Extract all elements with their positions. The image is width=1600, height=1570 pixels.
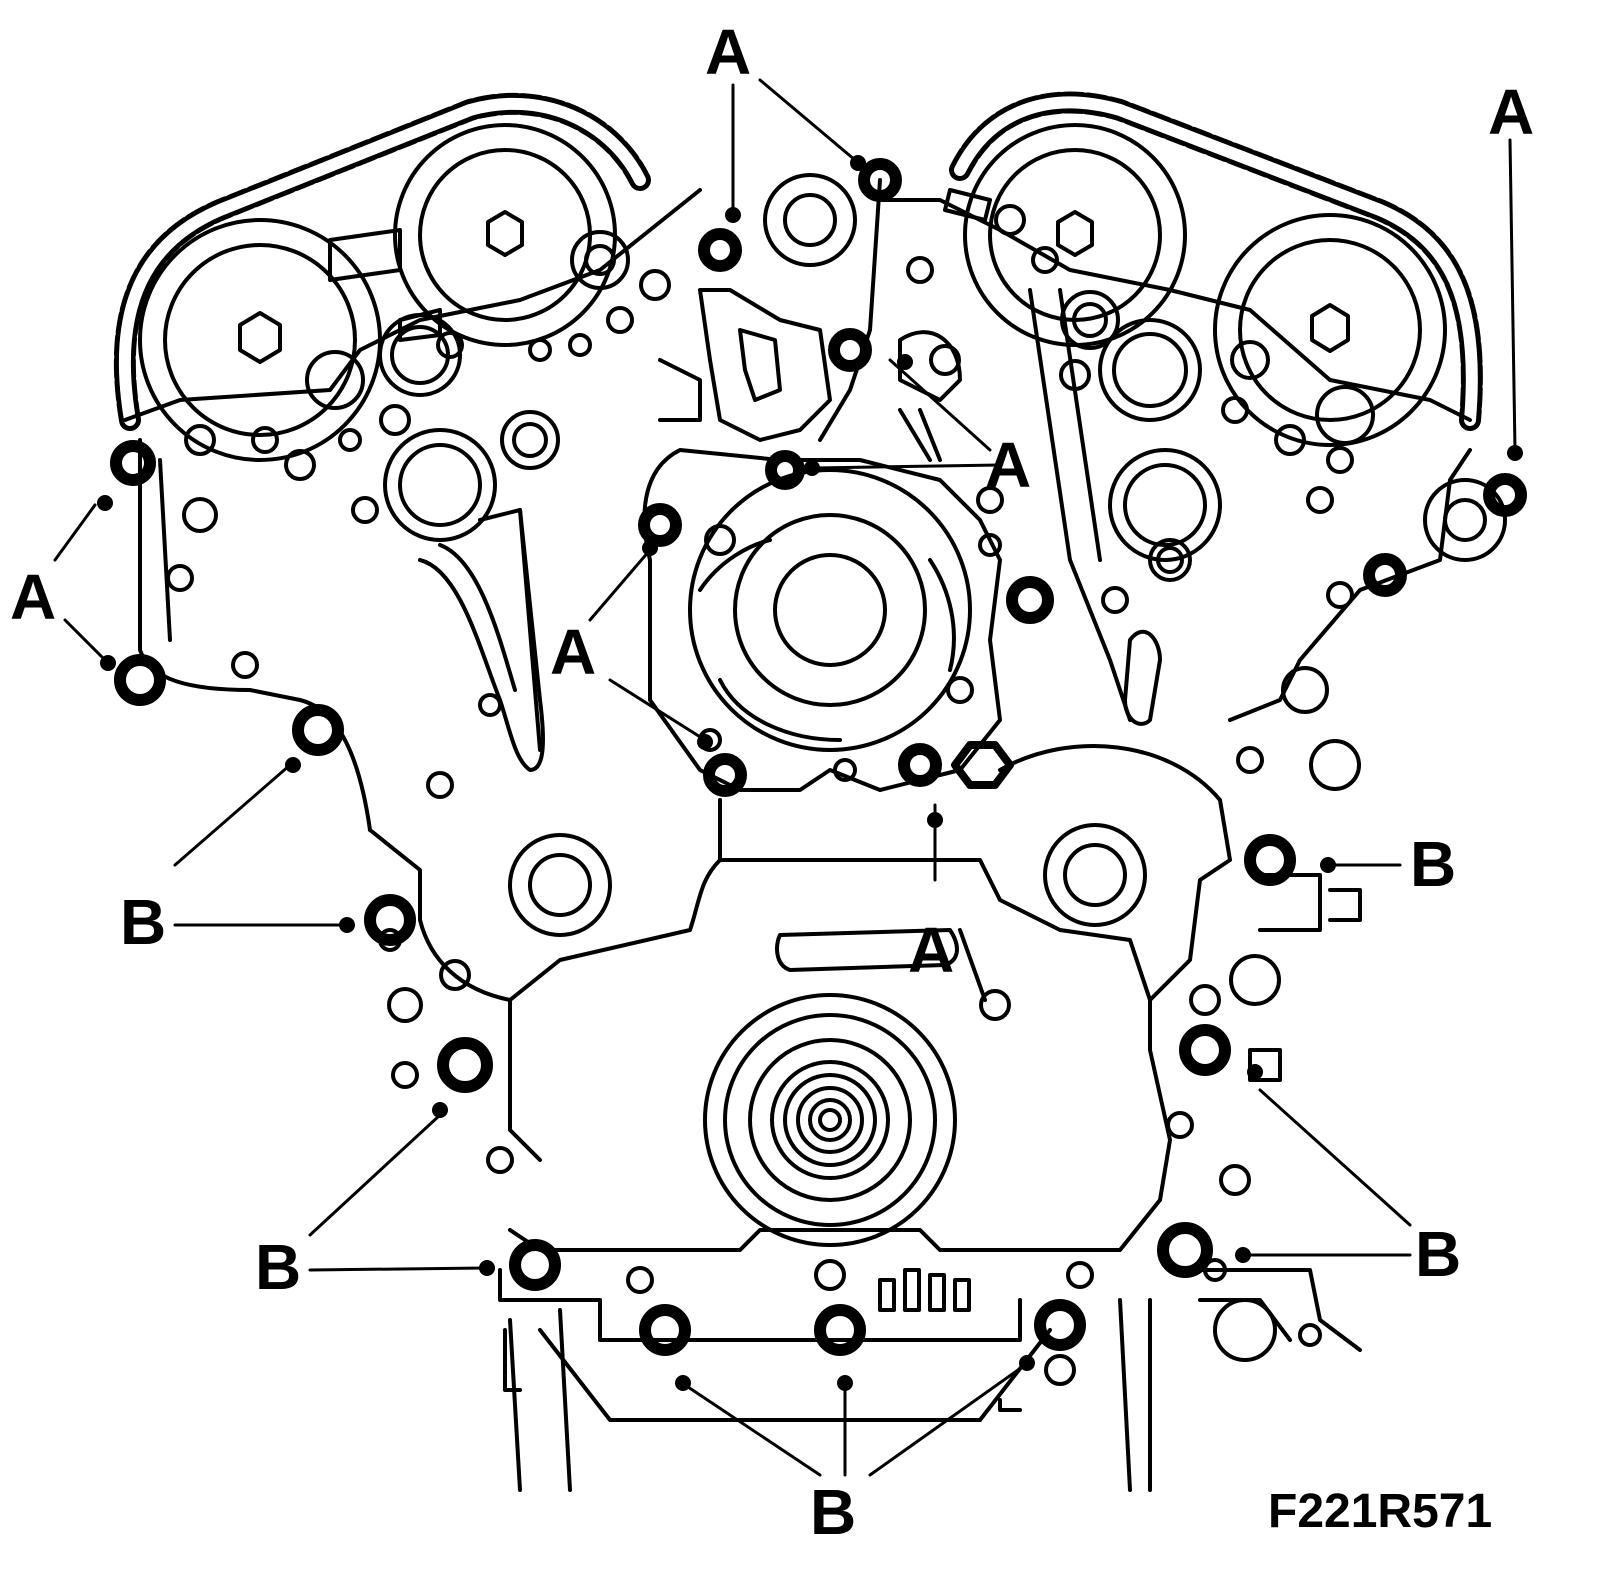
lower-timing-cover	[378, 744, 1281, 1252]
center-upper-housing	[658, 173, 962, 462]
callout-a-left: A	[10, 561, 57, 633]
callout-b-left-lower: B	[255, 1231, 302, 1303]
crankshaft-pulley	[703, 993, 957, 1247]
bolt-b-icon	[292, 704, 1296, 1356]
center-water-pump	[642, 448, 1004, 792]
callout-a-top-center: A	[705, 16, 752, 88]
left-timing-chain	[113, 92, 651, 431]
oil-pan-and-block	[498, 873, 1362, 1492]
left-chain-guide	[418, 508, 545, 772]
callout-b-right-lower: B	[1415, 1218, 1462, 1290]
right-timing-chain	[949, 91, 1483, 431]
callout-dots	[97, 155, 1523, 1391]
right-head-cover	[878, 188, 1507, 791]
callout-b-right-upper: B	[1410, 828, 1457, 900]
callout-a-top-right: A	[1488, 76, 1535, 148]
callout-b-left-upper: B	[120, 886, 167, 958]
callout-a-mid-left: A	[550, 616, 597, 688]
callout-a-mid-right: A	[985, 429, 1032, 501]
callout-a-lower-center: A	[908, 914, 955, 986]
left-head-cover	[123, 188, 702, 1162]
bolt-a-icon	[110, 158, 1527, 797]
hex-bolt-icon	[951, 741, 1014, 789]
figure-reference: F221R571	[1268, 1485, 1493, 1538]
right-cam-sprockets	[963, 123, 1447, 447]
callout-b-bottom: B	[810, 1476, 857, 1548]
